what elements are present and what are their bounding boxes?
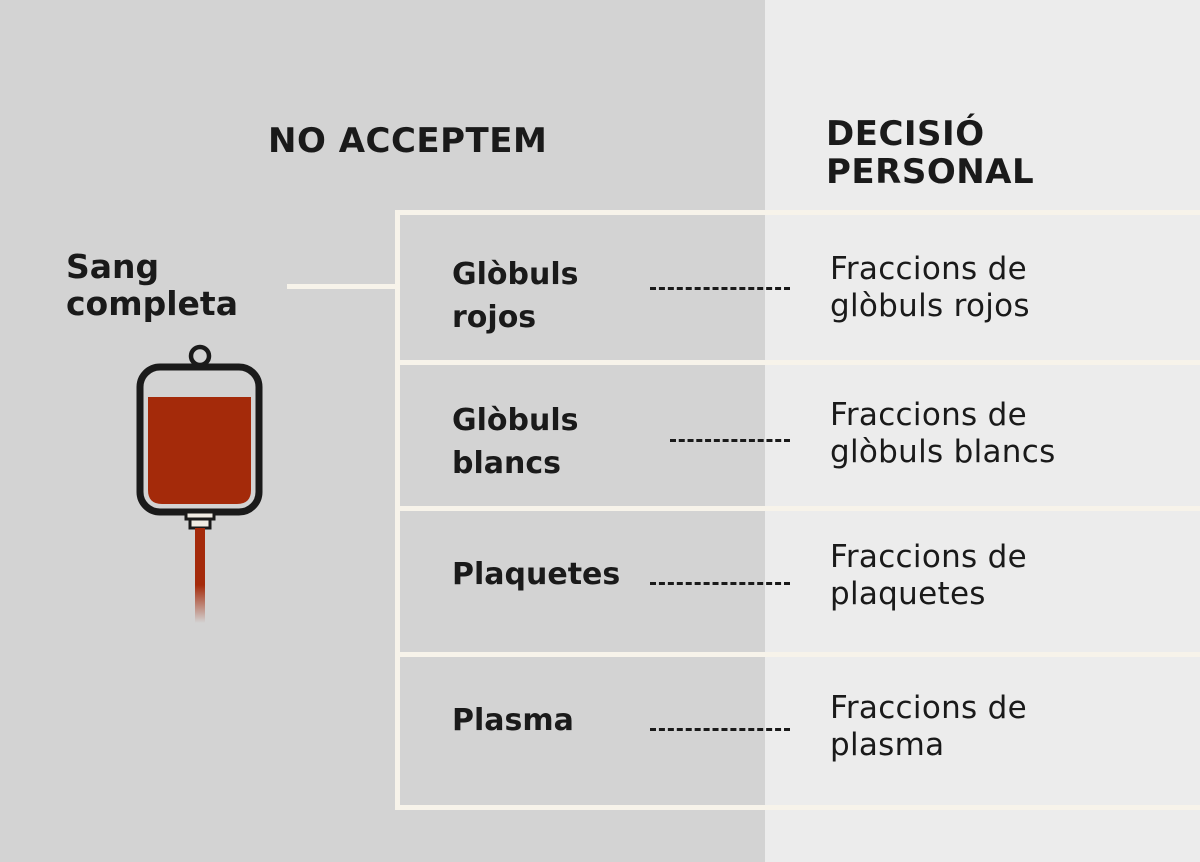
blood-bag-icon — [136, 344, 263, 623]
component-row: Plasma Fraccions de plasma — [400, 652, 1200, 805]
dashed-connector — [650, 728, 790, 731]
dashed-connector — [650, 582, 790, 585]
dashed-connector — [650, 287, 790, 290]
fraction-name: Fraccions de glòbuls rojos — [830, 251, 1030, 324]
component-row: Glòbuls blancs Fraccions de glòbuls blan… — [400, 360, 1200, 511]
fraction-name: Fraccions de plasma — [830, 690, 1027, 763]
component-name: Plasma — [452, 703, 574, 738]
blood-components-table: Glòbuls rojos Fraccions de glòbuls rojos… — [395, 210, 1200, 810]
component-name: Plaquetes — [452, 557, 621, 592]
fraction-name: Fraccions de plaquetes — [830, 539, 1027, 612]
personal-decision-column-background — [765, 0, 1200, 862]
component-row: Plaquetes Fraccions de plaquetes — [400, 506, 1200, 657]
component-name: Glòbuls rojos — [452, 257, 579, 335]
no-accept-header: NO ACCEPTEM — [268, 121, 548, 161]
whole-blood-label: Sang completa — [66, 247, 238, 323]
fraction-name: Fraccions de glòbuls blancs — [830, 397, 1056, 470]
personal-decision-header: DECISIÓ PERSONAL — [826, 114, 1035, 192]
component-name: Glòbuls blancs — [452, 403, 579, 481]
dashed-connector — [670, 439, 790, 442]
whole-blood-connector-line — [287, 284, 399, 289]
component-row: Glòbuls rojos Fraccions de glòbuls rojos — [400, 215, 1200, 365]
no-accept-column-background — [0, 0, 765, 862]
